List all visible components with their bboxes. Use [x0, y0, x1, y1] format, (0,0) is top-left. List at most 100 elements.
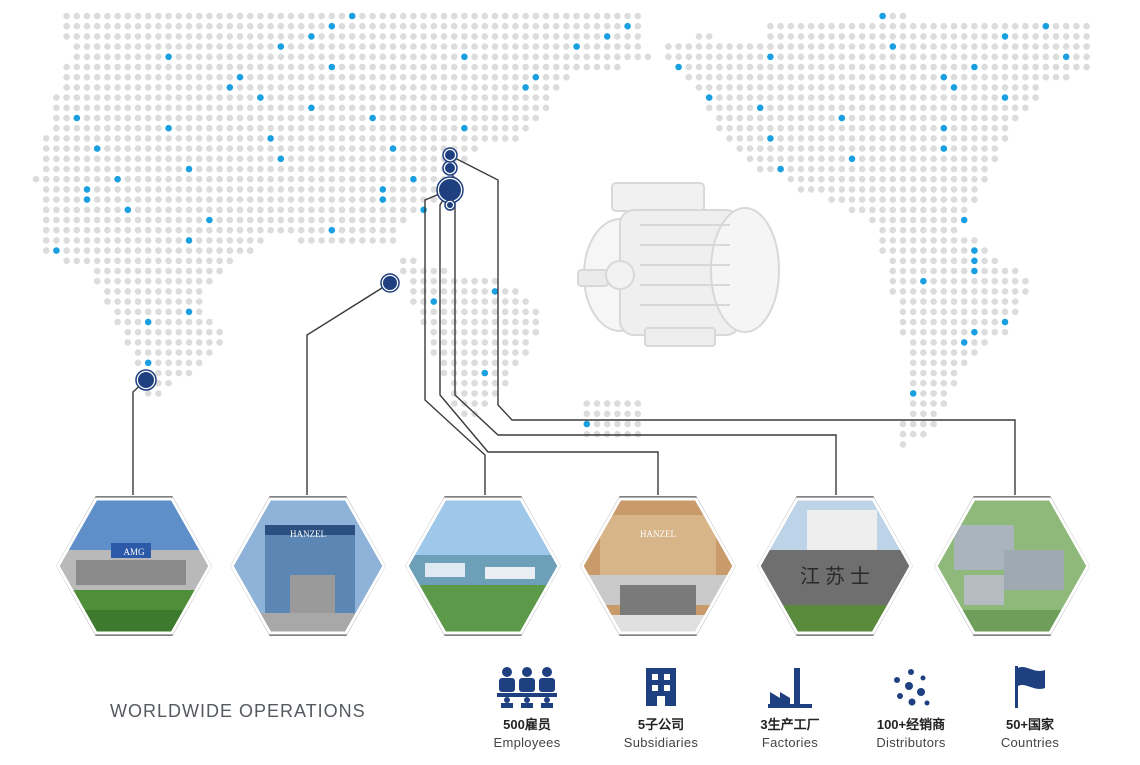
map-dot — [767, 124, 774, 132]
map-dot — [869, 165, 876, 173]
map-dot — [471, 114, 478, 122]
map-dot — [971, 237, 978, 244]
map-dot — [73, 12, 81, 20]
map-dot — [501, 104, 509, 112]
map-dot — [195, 84, 203, 91]
map-dot — [430, 22, 438, 30]
map-dot — [287, 165, 295, 173]
map-dot — [491, 43, 499, 50]
map-dot — [920, 226, 927, 234]
map-dot — [277, 206, 285, 214]
map-dot — [420, 53, 427, 61]
map-dot — [501, 339, 509, 346]
highlight-dot — [767, 53, 774, 61]
map-dot — [277, 124, 285, 132]
map-dot — [165, 175, 172, 183]
map-dot — [940, 339, 948, 346]
map-dot — [359, 53, 366, 61]
map-dot — [338, 206, 346, 214]
map-dot — [512, 22, 519, 30]
map-dot — [491, 12, 499, 20]
map-dot — [359, 196, 366, 203]
map-dot — [940, 288, 948, 295]
map-dot — [73, 22, 81, 30]
map-dot — [93, 155, 101, 163]
map-dot — [971, 124, 978, 132]
map-dot — [512, 94, 519, 101]
map-dot — [675, 43, 682, 50]
map-dot — [981, 22, 988, 30]
map-dot — [348, 237, 356, 244]
map-dot — [807, 124, 815, 132]
map-dot — [216, 206, 223, 214]
map-dot — [940, 53, 948, 61]
map-dot — [399, 104, 407, 112]
map-dot — [144, 186, 152, 193]
map-dot — [236, 43, 244, 50]
map-dot — [185, 43, 193, 50]
map-dot — [858, 186, 866, 193]
map-dot — [461, 369, 468, 377]
map-dot — [144, 257, 152, 265]
map-dot — [552, 73, 560, 81]
map-dot — [410, 43, 417, 50]
map-dot — [134, 226, 142, 234]
map-dot — [236, 247, 244, 254]
map-dot — [777, 155, 784, 163]
map-dot — [104, 186, 111, 193]
map-dot — [114, 94, 121, 101]
map-dot — [991, 43, 999, 50]
map-dot — [971, 22, 978, 30]
map-dot — [53, 104, 60, 112]
map-dot — [73, 165, 81, 173]
map-dot — [73, 257, 81, 265]
map-dot — [573, 12, 580, 20]
map-dot — [858, 22, 866, 30]
map-dot — [93, 165, 101, 173]
map-dot — [134, 247, 142, 254]
map-dot — [481, 124, 489, 132]
map-dot — [246, 22, 254, 30]
highlight-dot — [430, 298, 438, 305]
map-dot — [889, 226, 897, 234]
map-dot — [930, 94, 937, 101]
highlight-dot — [389, 145, 397, 152]
map-dot — [257, 33, 264, 40]
map-dot — [175, 165, 183, 173]
map-dot — [1022, 73, 1029, 81]
map-dot — [410, 63, 417, 71]
map-dot — [63, 165, 70, 173]
map-dot — [736, 114, 744, 122]
map-dot — [369, 84, 376, 91]
map-dot — [195, 339, 203, 346]
map-dot — [246, 63, 254, 71]
map-dot — [440, 267, 448, 275]
map-dot — [297, 73, 305, 81]
map-dot — [175, 369, 183, 377]
map-dot — [104, 22, 111, 30]
map-dot — [736, 84, 744, 91]
map-dot — [920, 257, 927, 265]
map-dot — [185, 175, 193, 183]
map-dot — [450, 22, 458, 30]
highlight-dot — [838, 114, 846, 122]
map-dot — [1001, 135, 1009, 142]
highlight-dot — [1042, 22, 1050, 30]
map-dot — [695, 53, 703, 61]
map-dot — [134, 237, 142, 244]
map-dot — [93, 257, 101, 265]
map-dot — [338, 145, 346, 152]
map-dot — [991, 94, 999, 101]
map-dot — [950, 339, 958, 346]
map-dot — [726, 135, 733, 142]
map-dot — [705, 33, 713, 40]
map-dot — [736, 104, 744, 112]
map-dot — [93, 247, 101, 254]
map-dot — [246, 135, 254, 142]
map-dot — [83, 135, 91, 142]
map-dot — [410, 206, 417, 214]
map-dot — [777, 63, 784, 71]
map-dot — [450, 114, 458, 122]
map-dot — [134, 124, 142, 132]
map-dot — [267, 94, 274, 101]
